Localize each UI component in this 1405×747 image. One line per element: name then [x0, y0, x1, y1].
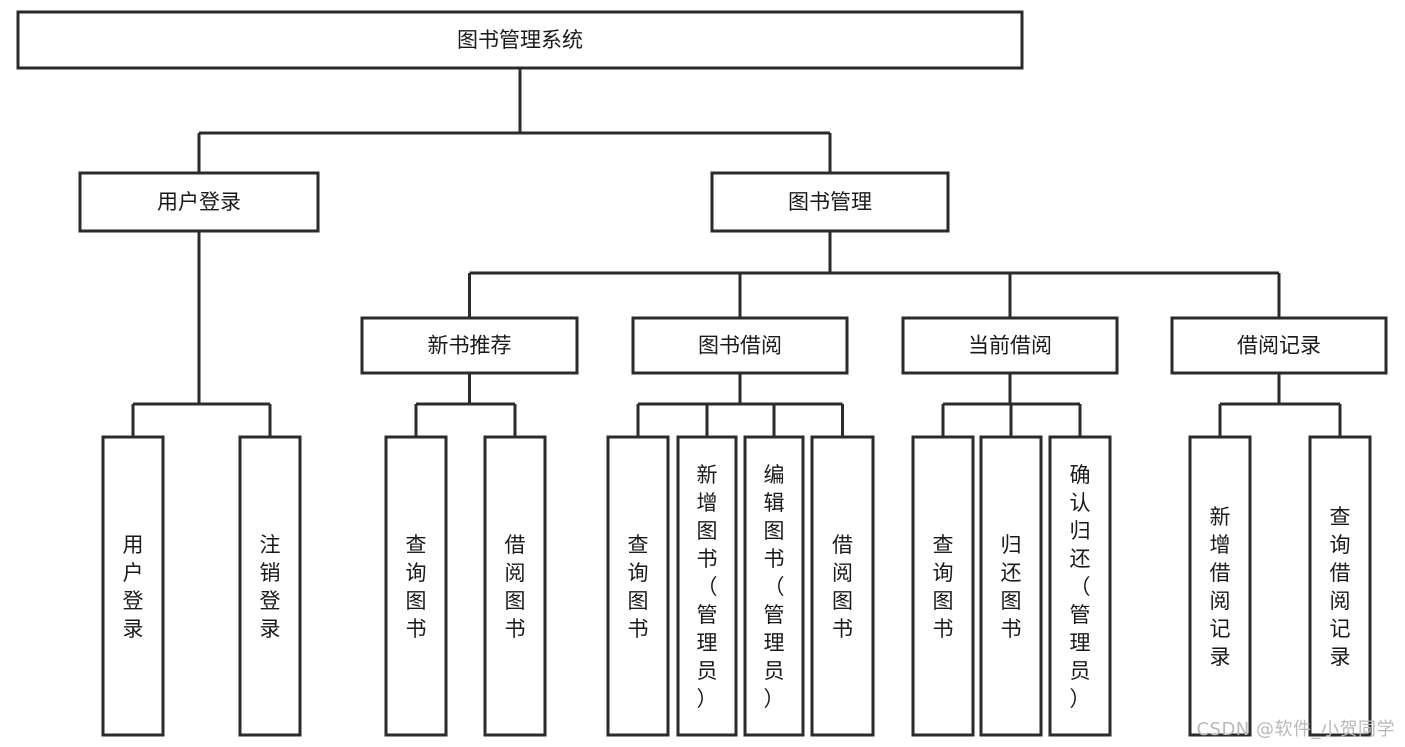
node-label: 查询借阅记录: [1330, 505, 1351, 669]
node-leaf-user-login[interactable]: 用户登录: [101, 435, 165, 737]
node-box[interactable]: [1048, 435, 1112, 737]
node-label: 用户登录: [157, 190, 241, 214]
node-user-login[interactable]: 用户登录: [78, 171, 320, 233]
node-box[interactable]: [631, 316, 849, 375]
node-box[interactable]: [483, 435, 547, 737]
node-label: 新增借阅记录: [1210, 505, 1231, 669]
node-label: 借阅记录: [1237, 334, 1321, 358]
node-new-book-rec[interactable]: 新书推荐: [360, 316, 579, 375]
node-box[interactable]: [810, 435, 875, 737]
node-label: 图书管理: [788, 190, 872, 214]
node-label: 借阅图书: [505, 533, 526, 641]
node-label: 确认归还（管理员）: [1070, 463, 1091, 711]
node-box[interactable]: [78, 171, 320, 233]
node-box[interactable]: [1170, 316, 1388, 375]
node-layer: 图书管理系统用户登录图书管理新书推荐图书借阅当前借阅借阅记录用户登录注销登录查询…: [16, 10, 1388, 737]
node-leaf-borrow-book-1[interactable]: 借阅图书: [483, 435, 547, 737]
node-box[interactable]: [901, 316, 1119, 375]
connector-layer: [123, 68, 1350, 470]
node-current-borrow[interactable]: 当前借阅: [901, 316, 1119, 375]
node-leaf-borrow-book-2[interactable]: 借阅图书: [810, 435, 875, 737]
node-label: 图书借阅: [698, 334, 782, 358]
node-label: 查询图书: [628, 533, 649, 641]
node-label: 编辑图书（管理员）: [764, 463, 785, 711]
node-box[interactable]: [606, 435, 670, 737]
node-label: 注销登录: [260, 533, 281, 641]
node-label: 归还图书: [1001, 533, 1022, 641]
node-borrow-record[interactable]: 借阅记录: [1170, 316, 1388, 375]
node-leaf-query-book-3[interactable]: 查询图书: [911, 435, 975, 737]
node-book-borrow[interactable]: 图书借阅: [631, 316, 849, 375]
node-label: 当前借阅: [968, 334, 1052, 358]
node-label: 借阅图书: [832, 533, 853, 641]
node-box[interactable]: [16, 10, 1024, 70]
node-leaf-query-record[interactable]: 查询借阅记录: [1308, 435, 1372, 737]
node-box[interactable]: [743, 435, 805, 737]
node-box[interactable]: [911, 435, 975, 737]
node-box[interactable]: [238, 435, 302, 737]
node-leaf-return-book[interactable]: 归还图书: [979, 435, 1043, 737]
node-box[interactable]: [360, 316, 579, 375]
node-leaf-confirm-return[interactable]: 确认归还（管理员）: [1048, 435, 1112, 737]
node-leaf-add-record[interactable]: 新增借阅记录: [1188, 435, 1252, 737]
node-label: 查询图书: [933, 533, 954, 641]
watermark-text: CSDN @软件_小贺同学: [1196, 719, 1395, 740]
node-box[interactable]: [979, 435, 1043, 737]
node-label: 用户登录: [123, 533, 144, 641]
node-label: 图书管理系统: [457, 28, 583, 52]
node-box[interactable]: [710, 171, 950, 233]
node-box[interactable]: [384, 435, 448, 737]
node-leaf-edit-book[interactable]: 编辑图书（管理员）: [743, 435, 805, 737]
node-leaf-query-book-1[interactable]: 查询图书: [384, 435, 448, 737]
node-leaf-add-book[interactable]: 新增图书（管理员）: [676, 435, 738, 737]
node-label: 查询图书: [406, 533, 427, 641]
node-box[interactable]: [101, 435, 165, 737]
connector-group-book-manage: [460, 231, 1289, 351]
node-leaf-query-book-2[interactable]: 查询图书: [606, 435, 670, 737]
node-label: 新书推荐: [428, 334, 512, 358]
node-book-manage[interactable]: 图书管理: [710, 171, 950, 233]
node-box[interactable]: [1188, 435, 1252, 737]
node-leaf-logout[interactable]: 注销登录: [238, 435, 302, 737]
node-box[interactable]: [676, 435, 738, 737]
node-box[interactable]: [1308, 435, 1372, 737]
node-label: 新增图书（管理员）: [697, 463, 718, 711]
connector-group-user-login: [123, 231, 280, 470]
node-root[interactable]: 图书管理系统: [16, 10, 1024, 70]
